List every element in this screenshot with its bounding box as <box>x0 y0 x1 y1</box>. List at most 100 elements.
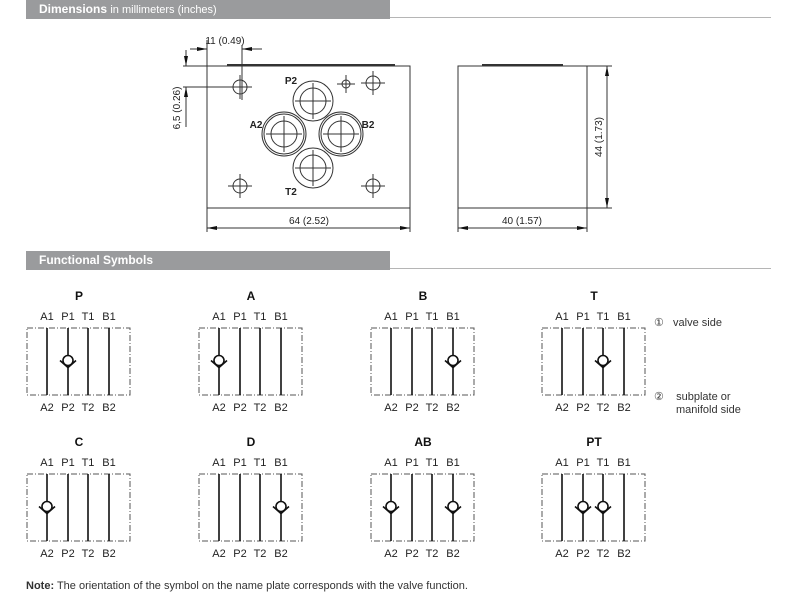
port-label: T1 <box>82 457 95 469</box>
port-label: P2 <box>405 548 418 560</box>
port-label: T1 <box>82 311 95 323</box>
port-label: T1 <box>426 457 439 469</box>
mounting-hole <box>361 71 385 95</box>
port-label-t2: T2 <box>285 187 297 198</box>
check-valve-icon <box>59 354 77 369</box>
port-label: A1 <box>384 457 397 469</box>
port-label: P1 <box>61 311 74 323</box>
port-label: A2 <box>212 402 225 414</box>
check-valve-icon <box>382 500 400 515</box>
offset-y-dimension: 6,5 (0.26) <box>172 87 183 130</box>
port-label: P2 <box>576 402 589 414</box>
check-valve-icon <box>38 500 56 515</box>
port-label: A2 <box>555 402 568 414</box>
port-label: P2 <box>61 402 74 414</box>
port-label: A1 <box>212 311 225 323</box>
port-label: A2 <box>40 402 53 414</box>
port-label: B2 <box>102 548 115 560</box>
port-label: T1 <box>254 311 267 323</box>
port-label: P1 <box>405 457 418 469</box>
port-label: T2 <box>254 402 267 414</box>
offset-x-dimension: 11 (0.49) <box>205 36 244 47</box>
port-label: P1 <box>233 311 246 323</box>
dimensions-title: Dimensions <box>39 2 108 16</box>
symbol-title: D <box>247 435 256 449</box>
port-label: B2 <box>446 548 459 560</box>
port-hole <box>318 111 364 157</box>
port-label: A2 <box>555 548 568 560</box>
check-valve-icon <box>444 500 462 515</box>
port-label: A1 <box>555 457 568 469</box>
port-label: T2 <box>82 548 95 560</box>
port-label: P2 <box>233 548 246 560</box>
port-label: P2 <box>576 548 589 560</box>
dimensions-subtitle: in millimeters (inches) <box>110 4 217 16</box>
symbol-title: AB <box>414 435 432 449</box>
symbol-frame <box>26 473 131 542</box>
divider <box>390 268 771 269</box>
functional-title: Functional Symbols <box>39 253 154 267</box>
port-label: B1 <box>446 457 459 469</box>
symbol-frame <box>26 327 131 396</box>
port-label: A2 <box>384 548 397 560</box>
check-valve-icon <box>210 354 228 369</box>
port-label: A1 <box>212 457 225 469</box>
port-label: A1 <box>40 311 53 323</box>
width-dimension: 64 (2.52) <box>289 216 329 227</box>
legend-valve-side: ① valve side <box>654 317 722 330</box>
port-label: T2 <box>254 548 267 560</box>
legend-text: valve side <box>673 317 722 329</box>
legend-text: manifold side <box>676 404 741 416</box>
divider <box>390 17 771 18</box>
port-label: B1 <box>274 311 287 323</box>
height-dimension: 44 (1.73) <box>594 117 605 157</box>
symbol-title: P <box>75 289 83 303</box>
port-label: B2 <box>446 402 459 414</box>
port-label: A2 <box>212 548 225 560</box>
symbol-title: C <box>75 435 84 449</box>
port-label: P1 <box>576 457 589 469</box>
port-label: B1 <box>446 311 459 323</box>
port-label-b2: B2 <box>362 120 375 131</box>
symbol-frame <box>541 327 646 396</box>
port-label-p2: P2 <box>285 76 298 87</box>
port-label: P2 <box>233 402 246 414</box>
pin-hole <box>337 75 355 93</box>
mounting-hole <box>228 75 252 99</box>
port-label: B2 <box>102 402 115 414</box>
symbol-frame <box>198 473 303 542</box>
symbol-frame <box>370 327 475 396</box>
mounting-hole <box>361 174 385 198</box>
port-label: A2 <box>40 548 53 560</box>
port-label: P2 <box>61 548 74 560</box>
symbol-title: T <box>590 289 598 303</box>
port-label: T1 <box>597 311 610 323</box>
port-label: A1 <box>40 457 53 469</box>
note-label: Note: <box>26 580 55 592</box>
port-label: B2 <box>617 548 630 560</box>
check-valve-icon <box>272 500 290 515</box>
port-label: A1 <box>555 311 568 323</box>
port-label: A2 <box>384 402 397 414</box>
port-label: T1 <box>426 311 439 323</box>
port-label: T2 <box>426 402 439 414</box>
port-label: T2 <box>597 548 610 560</box>
port-hole <box>292 80 334 122</box>
check-valve-icon <box>444 354 462 369</box>
port-label: P1 <box>61 457 74 469</box>
port-label: P1 <box>405 311 418 323</box>
port-label: T2 <box>597 402 610 414</box>
check-valve-icon <box>594 354 612 369</box>
port-label: B2 <box>617 402 630 414</box>
note-text: The orientation of the symbol on the nam… <box>54 580 468 592</box>
symbol-title: B <box>419 289 428 303</box>
port-label: P1 <box>233 457 246 469</box>
mounting-hole <box>228 174 252 198</box>
port-label: P2 <box>405 402 418 414</box>
